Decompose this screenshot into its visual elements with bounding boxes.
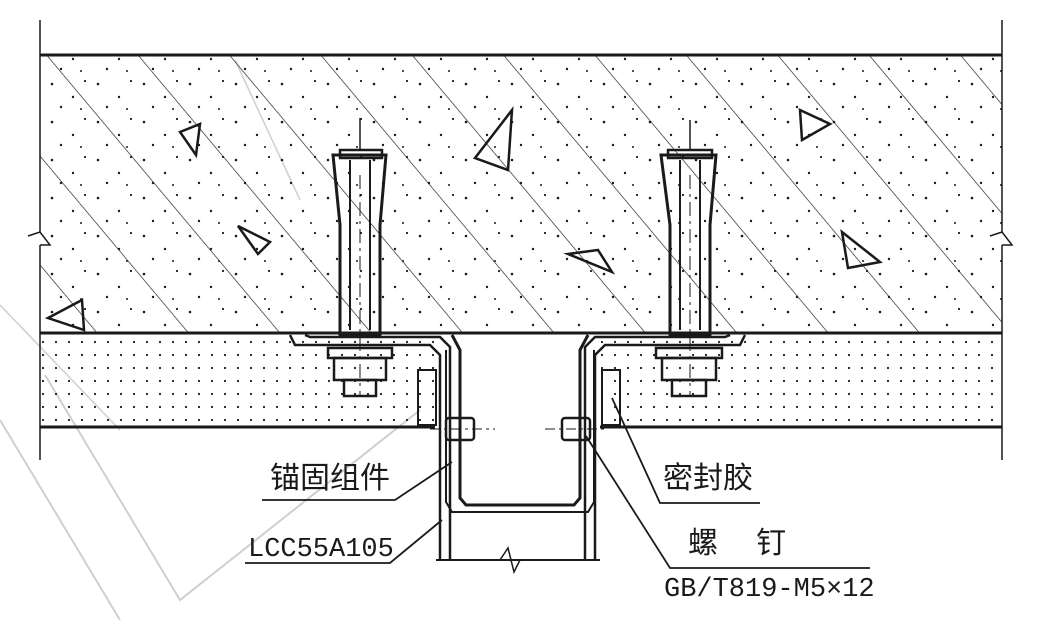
- label-screw: 螺 钉: [688, 526, 786, 561]
- label-sealant: 密封胶: [663, 461, 753, 496]
- label-model-code: LCC55A105: [248, 535, 394, 565]
- left-screw: [430, 416, 495, 442]
- right-anchor-bolt: [654, 120, 724, 398]
- sealant-blocks: [417, 369, 621, 426]
- concrete-slab: [40, 53, 1002, 335]
- right-screw: [545, 416, 608, 442]
- expansion-joint-profile: [436, 334, 600, 575]
- label-anchor-assembly: 锚固组件: [270, 461, 390, 496]
- finish-layer: [40, 335, 1002, 429]
- left-anchor-bolt: [326, 118, 394, 398]
- label-screw-standard: GB/T819-M5×12: [664, 575, 875, 605]
- leader-lines: [245, 397, 870, 569]
